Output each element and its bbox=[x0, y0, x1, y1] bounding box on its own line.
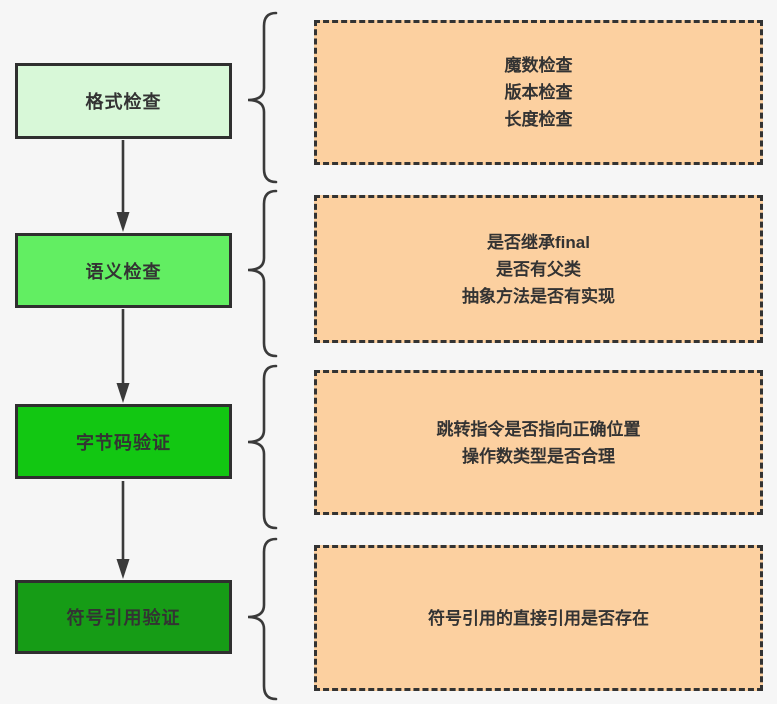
stage-node-symbolic-reference-verification: 符号引用验证 bbox=[15, 580, 232, 654]
detail-line: 是否继承final bbox=[487, 232, 590, 252]
curly-brace-icon bbox=[247, 537, 278, 701]
detail-box-format-check: 魔数检查 版本检查 长度检查 bbox=[314, 20, 763, 165]
down-arrow-icon bbox=[116, 309, 130, 403]
detail-line: 版本检查 bbox=[504, 83, 573, 102]
stage-node-semantic-check: 语义检查 bbox=[15, 233, 232, 308]
down-arrow-icon bbox=[116, 481, 130, 579]
stage-node-format-check: 格式检查 bbox=[15, 63, 232, 139]
detail-box-bytecode-verification: 跳转指令是否指向正确位置 操作数类型是否合理 bbox=[314, 370, 763, 515]
detail-box-symbolic-reference: 符号引用的直接引用是否存在 bbox=[314, 545, 763, 691]
detail-line: 是否有父类 bbox=[496, 259, 581, 279]
curly-brace-icon bbox=[247, 11, 278, 184]
curly-brace-icon bbox=[247, 189, 278, 358]
curly-brace-icon bbox=[247, 364, 278, 530]
detail-line: 抽象方法是否有实现 bbox=[462, 286, 615, 306]
down-arrow-icon bbox=[116, 140, 130, 232]
detail-line: 符号引用的直接引用是否存在 bbox=[428, 608, 649, 628]
detail-line: 魔数检查 bbox=[504, 56, 573, 75]
detail-line: 长度检查 bbox=[504, 110, 573, 129]
detail-box-semantic-check: 是否继承final 是否有父类 抽象方法是否有实现 bbox=[314, 195, 763, 343]
stage-node-bytecode-verification: 字节码验证 bbox=[15, 404, 232, 479]
detail-line: 跳转指令是否指向正确位置 bbox=[436, 419, 641, 439]
detail-line: 操作数类型是否合理 bbox=[462, 446, 615, 466]
